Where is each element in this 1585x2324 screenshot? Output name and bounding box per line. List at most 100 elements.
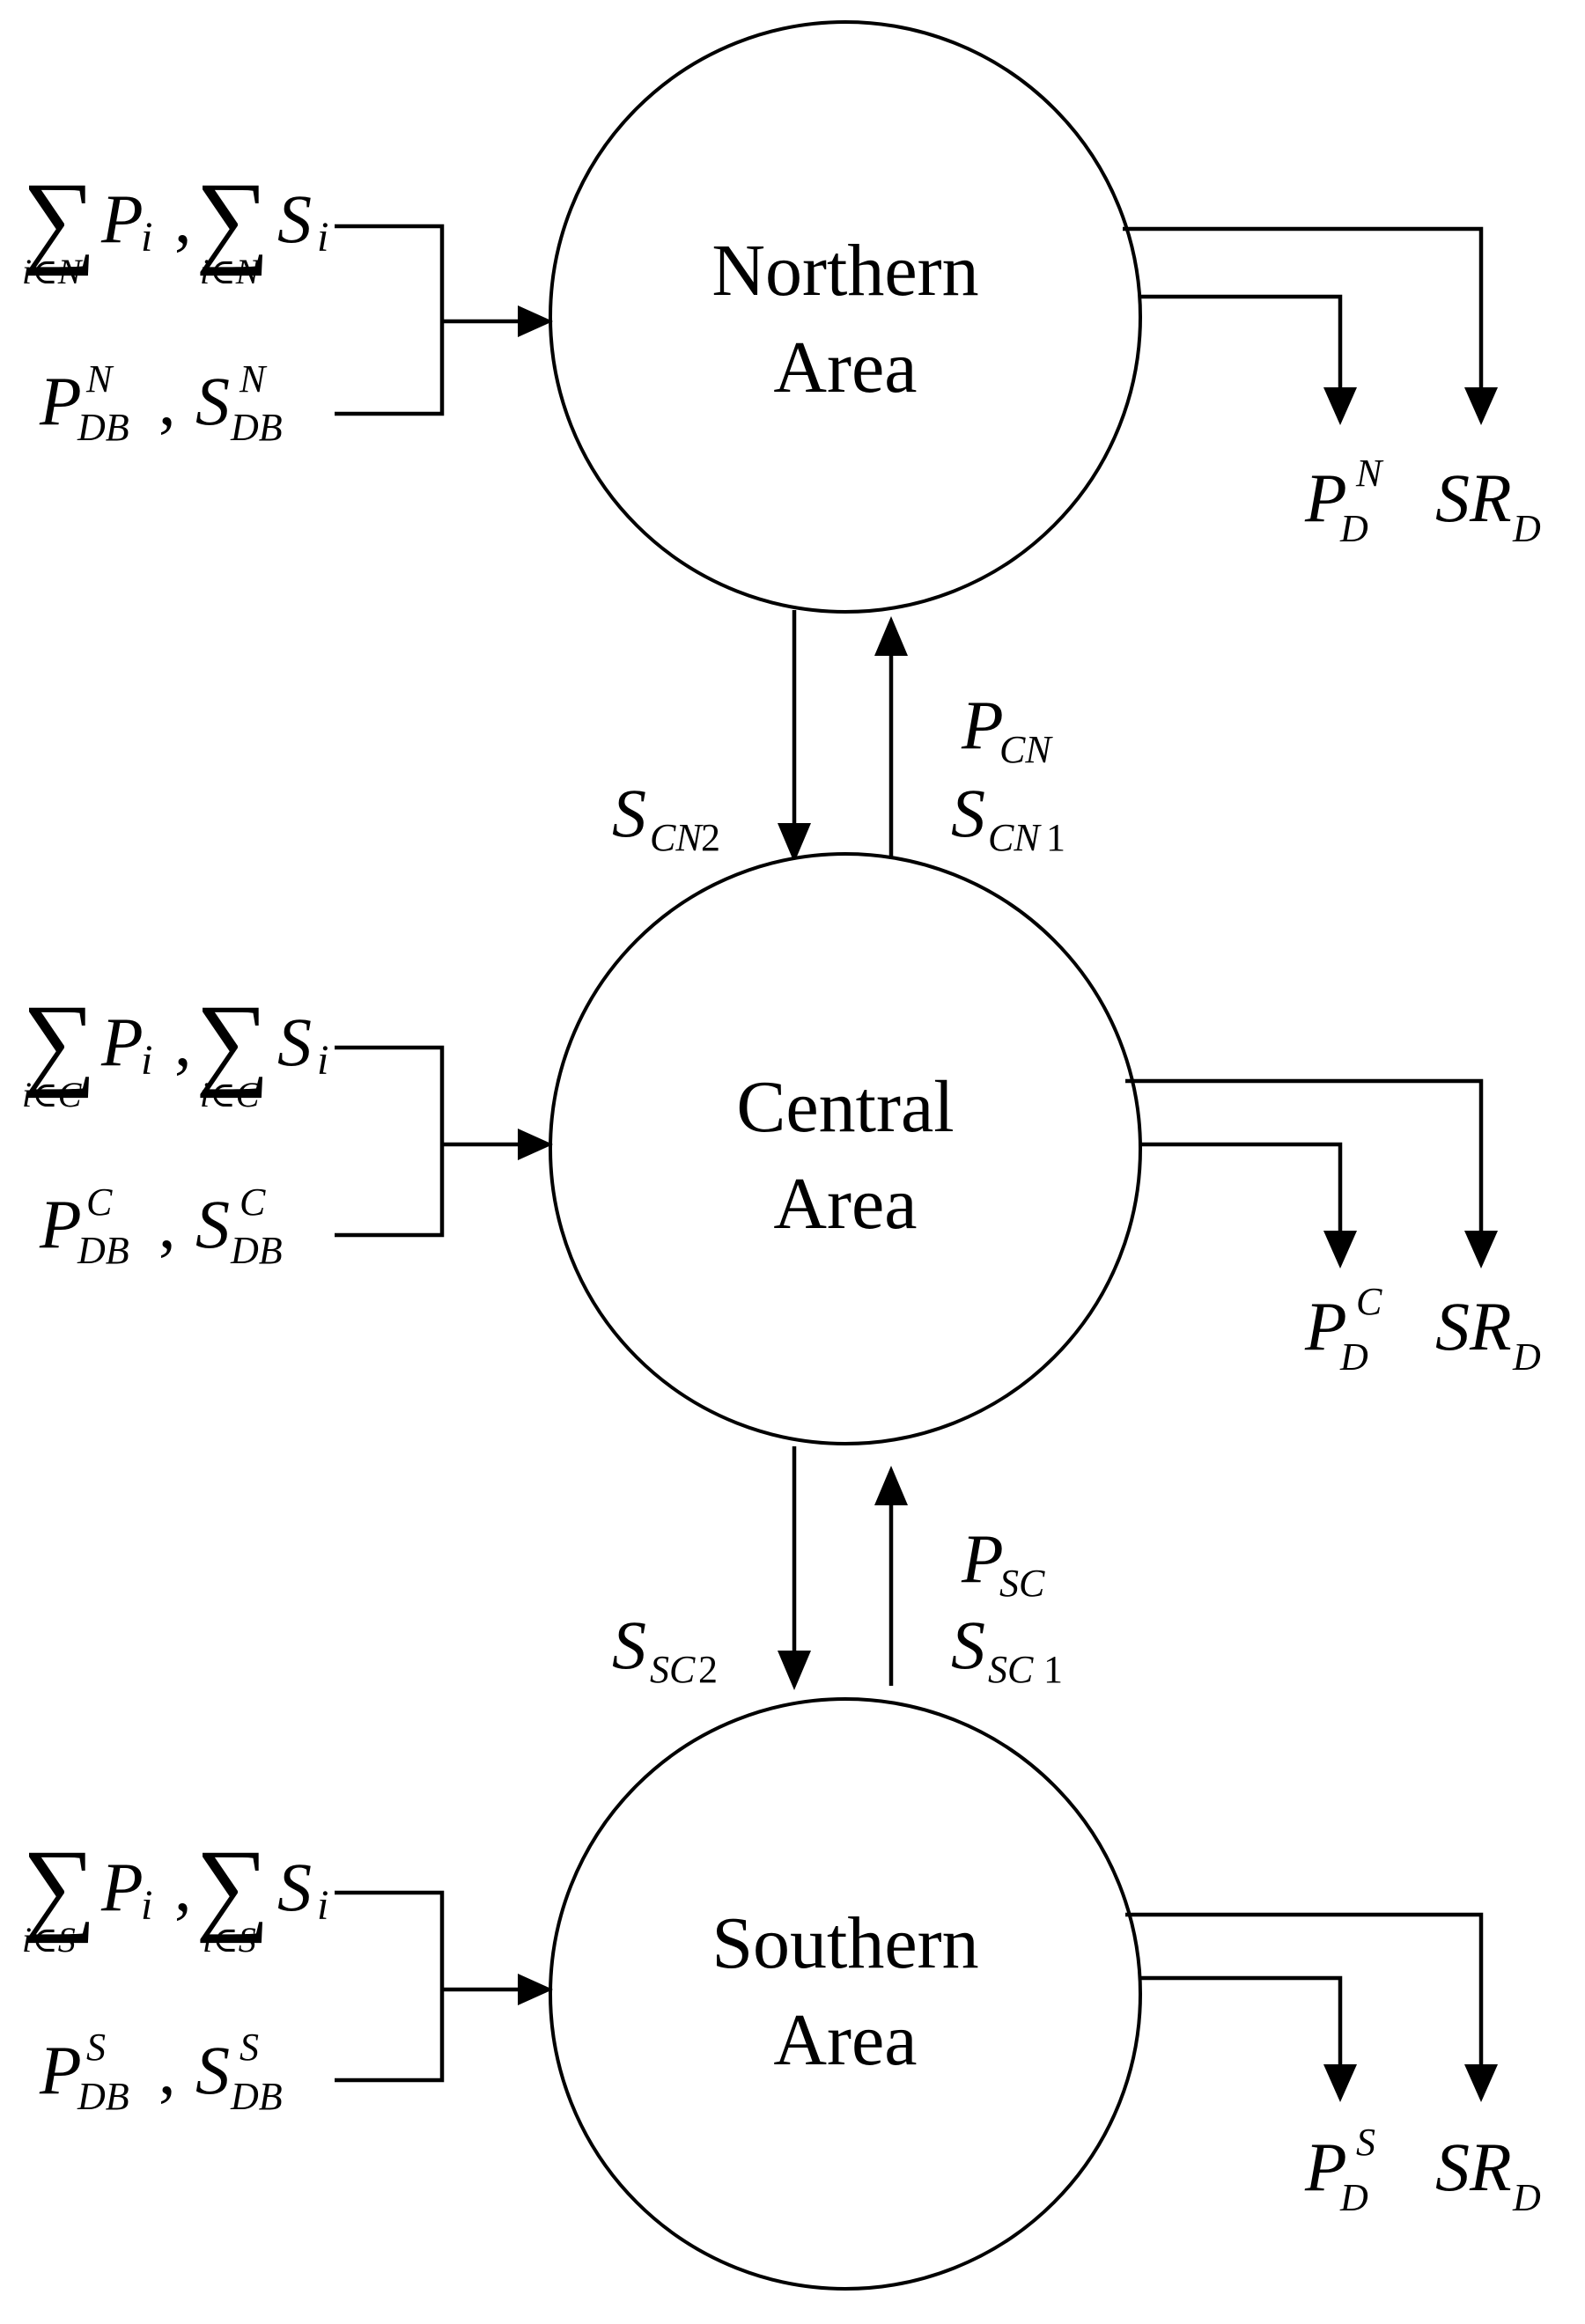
s-symbol: S: [951, 775, 985, 851]
southern-area-label-line2: Area: [773, 1999, 917, 2081]
sc-subscript: SC: [650, 1648, 696, 1691]
sc-subscript: SC: [999, 1562, 1045, 1605]
index-1: 1: [1043, 1648, 1063, 1691]
pd-output-arrowhead: [1323, 2064, 1357, 2102]
i-subscript: i: [141, 214, 152, 261]
central-outputs: P C D SR D: [1125, 1078, 1541, 1379]
sr-output-line: [1125, 1912, 1484, 2064]
comma: ,: [158, 363, 176, 439]
northern-area-node: Northern Area: [549, 20, 1142, 614]
superscript-n: N: [1355, 452, 1384, 495]
up-arrowhead: [874, 616, 908, 656]
northern-area-circle: [549, 20, 1142, 614]
p-symbol: P: [1304, 2129, 1347, 2205]
superscript-n: N: [85, 357, 114, 401]
comma: ,: [158, 1186, 176, 1262]
index-1: 1: [1046, 816, 1065, 859]
southern-inputs: ∑ i∈S P i , ∑ i∈S S i P S DB , S S DB: [22, 1828, 553, 2118]
sr-output-line: [1123, 226, 1484, 387]
s-symbol: S: [195, 363, 230, 439]
sum-sign: ∑: [22, 161, 96, 276]
input-bracket: [335, 1045, 445, 1238]
db-subscript: DB: [230, 1229, 283, 1272]
d-subscript: D: [1339, 507, 1368, 550]
south-central-link: P SC S SC 1 S SC 2: [612, 1446, 1063, 1691]
superscript-c: C: [86, 1180, 113, 1224]
down-arrowhead: [778, 823, 811, 863]
sr-symbol: SR: [1435, 460, 1512, 536]
s-symbol: S: [277, 180, 312, 257]
sum-index: i∈C: [200, 1075, 261, 1114]
db-subscript: DB: [77, 406, 129, 449]
sum-index: i∈N: [22, 252, 84, 291]
index-2: 2: [701, 816, 720, 859]
i-subscript: i: [317, 1037, 328, 1084]
sr-symbol: SR: [1435, 2129, 1512, 2205]
db-subscript: DB: [77, 1229, 129, 1272]
i-subscript: i: [317, 214, 328, 261]
northern-area-label-line1: Northern: [711, 230, 978, 312]
southern-area-circle: [549, 1697, 1142, 2291]
i-subscript: i: [141, 1882, 152, 1929]
p-symbol: P: [100, 1004, 144, 1080]
sum-sign: ∑: [195, 983, 269, 1099]
s-symbol: S: [277, 1849, 312, 1925]
d-subscript: D: [1339, 2176, 1368, 2219]
s-symbol: S: [277, 1004, 312, 1080]
superscript-n: N: [239, 357, 268, 401]
input-bracket: [335, 224, 445, 416]
central-area-label-line2: Area: [773, 1163, 917, 1245]
southern-area-node: Southern Area: [549, 1697, 1142, 2291]
input-arrowhead: [518, 1129, 553, 1160]
p-symbol: P: [39, 363, 82, 439]
sr-output-line: [1125, 1078, 1484, 1231]
sc-subscript: SC: [988, 1648, 1034, 1691]
sr-output-arrowhead: [1464, 387, 1498, 425]
p-symbol: P: [39, 1186, 82, 1262]
s-symbol: S: [195, 2032, 230, 2108]
central-area-node: Central Area: [549, 852, 1142, 1445]
northern-inputs: ∑ i∈N P i , ∑ i∈N S i P N DB , S N DB: [22, 161, 553, 449]
d-subscript: D: [1512, 1335, 1541, 1379]
sr-output-arrowhead: [1464, 2064, 1498, 2102]
p-symbol: P: [961, 687, 1004, 763]
comma: ,: [174, 1004, 192, 1080]
sum-sign: ∑: [22, 983, 96, 1099]
superscript-s: S: [240, 2026, 259, 2069]
central-inputs: ∑ i∈C P i , ∑ i∈C S i P C DB , S C DB: [22, 983, 553, 1272]
sum-index: i∈C: [22, 1075, 83, 1114]
sum-sign: ∑: [22, 1828, 96, 1944]
cn-subscript: CN: [988, 816, 1042, 859]
pd-output-line: [1139, 294, 1343, 387]
i-subscript: i: [141, 1037, 152, 1084]
sr-symbol: SR: [1435, 1288, 1512, 1364]
sum-sign: ∑: [195, 1828, 269, 1944]
d-subscript: D: [1339, 1335, 1368, 1379]
pd-output-line: [1139, 1975, 1343, 2064]
p-symbol: P: [100, 1849, 144, 1925]
db-subscript: DB: [230, 2075, 283, 2118]
pd-output-arrowhead: [1323, 1231, 1357, 1269]
central-area-circle: [549, 852, 1142, 1445]
pd-output-arrowhead: [1323, 387, 1357, 425]
up-arrowhead: [874, 1466, 908, 1505]
sum-sign: ∑: [195, 161, 269, 276]
sr-output-arrowhead: [1464, 1231, 1498, 1269]
input-arrowhead: [518, 305, 553, 337]
p-symbol: P: [1304, 1288, 1347, 1364]
p-symbol: P: [39, 2032, 82, 2108]
southern-area-label-line1: Southern: [711, 1902, 978, 1984]
db-subscript: DB: [230, 406, 283, 449]
northern-area-label-line2: Area: [773, 327, 917, 408]
central-area-label-line1: Central: [736, 1066, 954, 1148]
superscript-s: S: [86, 2026, 106, 2069]
comma: ,: [174, 180, 192, 257]
superscript-s: S: [1356, 2121, 1375, 2164]
comma: ,: [174, 1849, 192, 1925]
pd-output-line: [1139, 1142, 1343, 1231]
north-central-link: P CN S CN 1 S CN 2: [612, 610, 1065, 863]
cn-subscript: CN: [650, 816, 704, 859]
northern-outputs: P N D SR D: [1123, 226, 1541, 550]
cn-subscript: CN: [999, 728, 1053, 771]
